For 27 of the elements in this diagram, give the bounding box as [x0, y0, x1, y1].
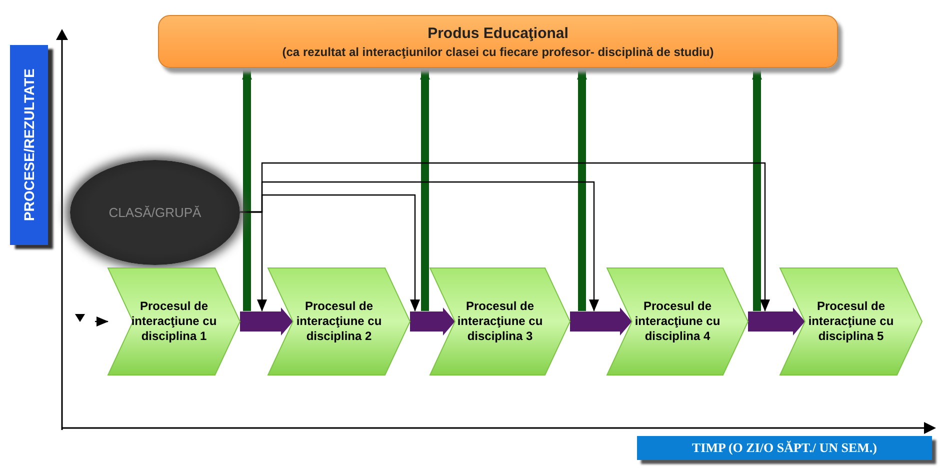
process-step [108, 268, 240, 375]
process-step [780, 268, 922, 375]
process-label: Procesul de interacţiune cu disciplina 2 [295, 299, 383, 344]
process-step [430, 268, 570, 375]
connector-arrow [240, 162, 770, 312]
block-arrow [240, 308, 293, 336]
banner-subtitle: (ca rezultat al interacţiunilor clasei cu fiecare profesor- disciplină de studiu) [282, 44, 714, 58]
process-step [607, 268, 748, 375]
block-arrow [748, 308, 805, 336]
axis-label: PROCESE/REZULTATE [10, 45, 48, 245]
process-label: Procesul de interacţiune cu disciplina 4 [634, 299, 722, 344]
result-banner [158, 15, 838, 68]
axis-label: TIMP (O ZI/O SĂPT./ UN SEM.) [637, 436, 932, 460]
process-step [268, 268, 410, 375]
thick-arrow [577, 68, 587, 311]
ellipse-label: CLASĂ/GRUPĂ [108, 205, 202, 220]
group-ellipse [70, 160, 240, 265]
process-label: Procesul de interacţiune cu disciplina 3 [456, 299, 544, 344]
thick-arrow [242, 68, 252, 311]
block-arrow [410, 308, 455, 336]
process-label: Procesul de interacţiune cu disciplina 1 [130, 299, 218, 344]
thick-arrow [752, 68, 762, 311]
banner-title: Produs Educaţional [428, 24, 568, 42]
process-label: Procesul de interacţiune cu disciplina 5 [807, 299, 895, 344]
thick-arrow [420, 68, 430, 311]
block-arrow [570, 308, 632, 336]
connector-arrow [95, 316, 108, 326]
